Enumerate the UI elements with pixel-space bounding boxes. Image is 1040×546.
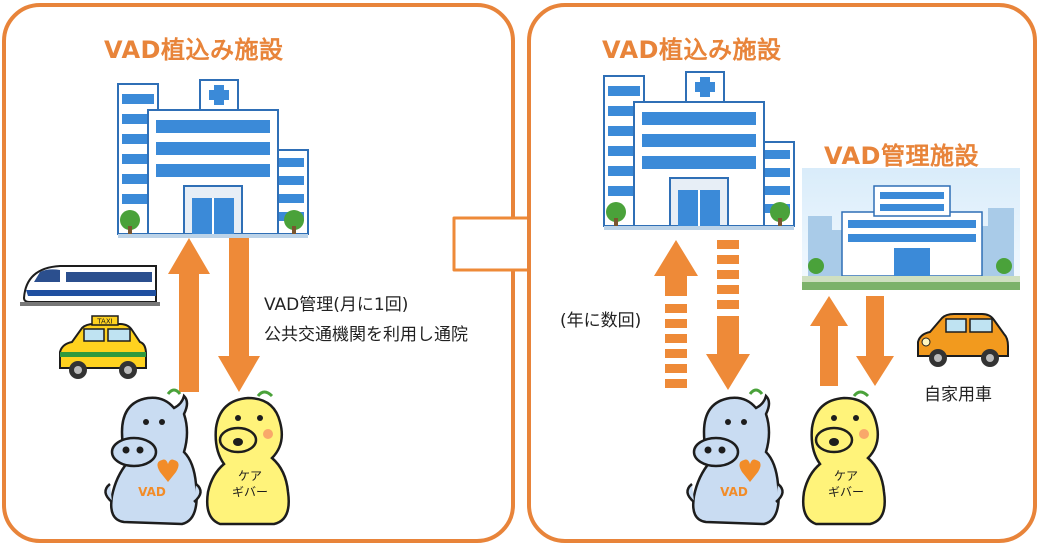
management-facility-illustration	[802, 168, 1020, 290]
right-patient-label: VAD	[720, 485, 748, 499]
right-dashed-up-arrow	[654, 240, 698, 388]
right-dashed-down-arrow	[706, 240, 750, 390]
right-hospital-illustration	[603, 71, 795, 231]
right-caregiver-label-1: ケア	[834, 469, 858, 483]
car-label: 自家用車	[924, 385, 992, 405]
right-caregiver-label-2: ギバー	[828, 485, 864, 499]
train-icon	[20, 265, 160, 306]
left-hospital-illustration	[117, 79, 309, 239]
public-transport-label: 公共交通機関を利用し通院	[264, 325, 468, 345]
car-icon	[917, 313, 1009, 367]
left-patient-mascot: VAD	[103, 388, 203, 526]
management-up-arrow	[810, 296, 848, 386]
right-management-facility-title: VAD管理施設	[824, 142, 979, 170]
taxi-sign: TAXI	[96, 318, 112, 326]
vad-management-label: VAD管理(月に1回)	[264, 295, 409, 315]
right-implant-facility-title: VAD植込み施設	[602, 36, 782, 64]
left-up-arrow	[168, 238, 210, 392]
right-patient-mascot: VAD	[685, 388, 785, 526]
left-down-arrow	[218, 238, 260, 392]
left-caregiver-mascot: ケア ギバー	[205, 390, 291, 526]
left-facility-title: VAD植込み施設	[104, 36, 284, 64]
taxi-icon: TAXI	[59, 315, 147, 379]
left-caregiver-label-1: ケア	[238, 469, 262, 483]
frequency-label: (年に数回)	[560, 311, 642, 331]
left-patient-label: VAD	[138, 485, 166, 499]
left-caregiver-label-2: ギバー	[232, 485, 268, 499]
management-down-arrow	[856, 296, 894, 386]
right-caregiver-mascot: ケア ギバー	[801, 390, 887, 526]
